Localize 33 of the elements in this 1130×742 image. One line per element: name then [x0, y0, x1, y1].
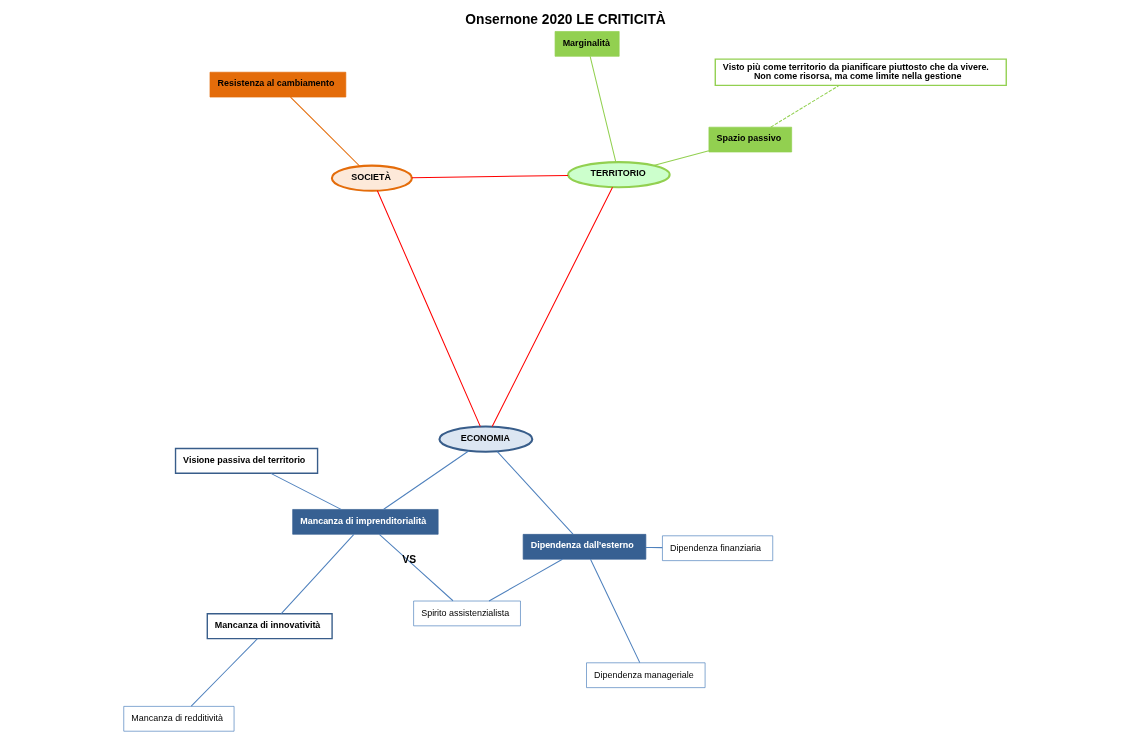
node-box: Visto più come territorio da pianificare piuttosto che da vivere. Non come risorsa, ma come limite nella gestione: [714, 58, 1007, 86]
connector: [589, 558, 641, 664]
node-box: Mancanza di innovatività: [206, 613, 333, 640]
node-box: Resistenza al cambiamento: [209, 71, 347, 98]
connector: [653, 150, 710, 166]
connector: [270, 472, 342, 510]
connector: [378, 533, 454, 602]
connector: [496, 451, 574, 535]
node-box: Spirito assistenzialista: [413, 600, 521, 627]
connector: [290, 96, 361, 167]
node-box: Visione passiva del territorio: [174, 447, 319, 474]
node-ellipse: ECONOMIA: [438, 425, 534, 453]
node-ellipse: SOCIETÀ: [330, 164, 413, 192]
connector: [280, 533, 355, 615]
node-ellipse: TERRITORIO: [567, 161, 671, 189]
connector: [488, 558, 563, 602]
node-box: Mancanza di redditività: [123, 706, 235, 732]
node-box: Mancanza di imprenditorialità: [292, 509, 439, 535]
connector: [491, 186, 614, 428]
node-box: Dipendenza finanziaria: [662, 535, 774, 561]
node-box: Dipendenza manageriale: [586, 662, 706, 688]
diagram-title: Onsernone 2020 LE CRITICITÀ: [465, 11, 666, 27]
connector: [770, 84, 840, 128]
connector: [589, 55, 617, 163]
node-box: Dipendenza dall’esterno: [522, 534, 647, 560]
edge-label: VS: [402, 554, 417, 566]
connector: [411, 174, 569, 179]
connector: [190, 638, 258, 707]
node-box: Spazio passivo: [708, 126, 792, 153]
connector: [383, 450, 470, 510]
connector: [645, 546, 663, 549]
node-box: Marginalità: [554, 31, 620, 57]
connector: [376, 190, 481, 427]
